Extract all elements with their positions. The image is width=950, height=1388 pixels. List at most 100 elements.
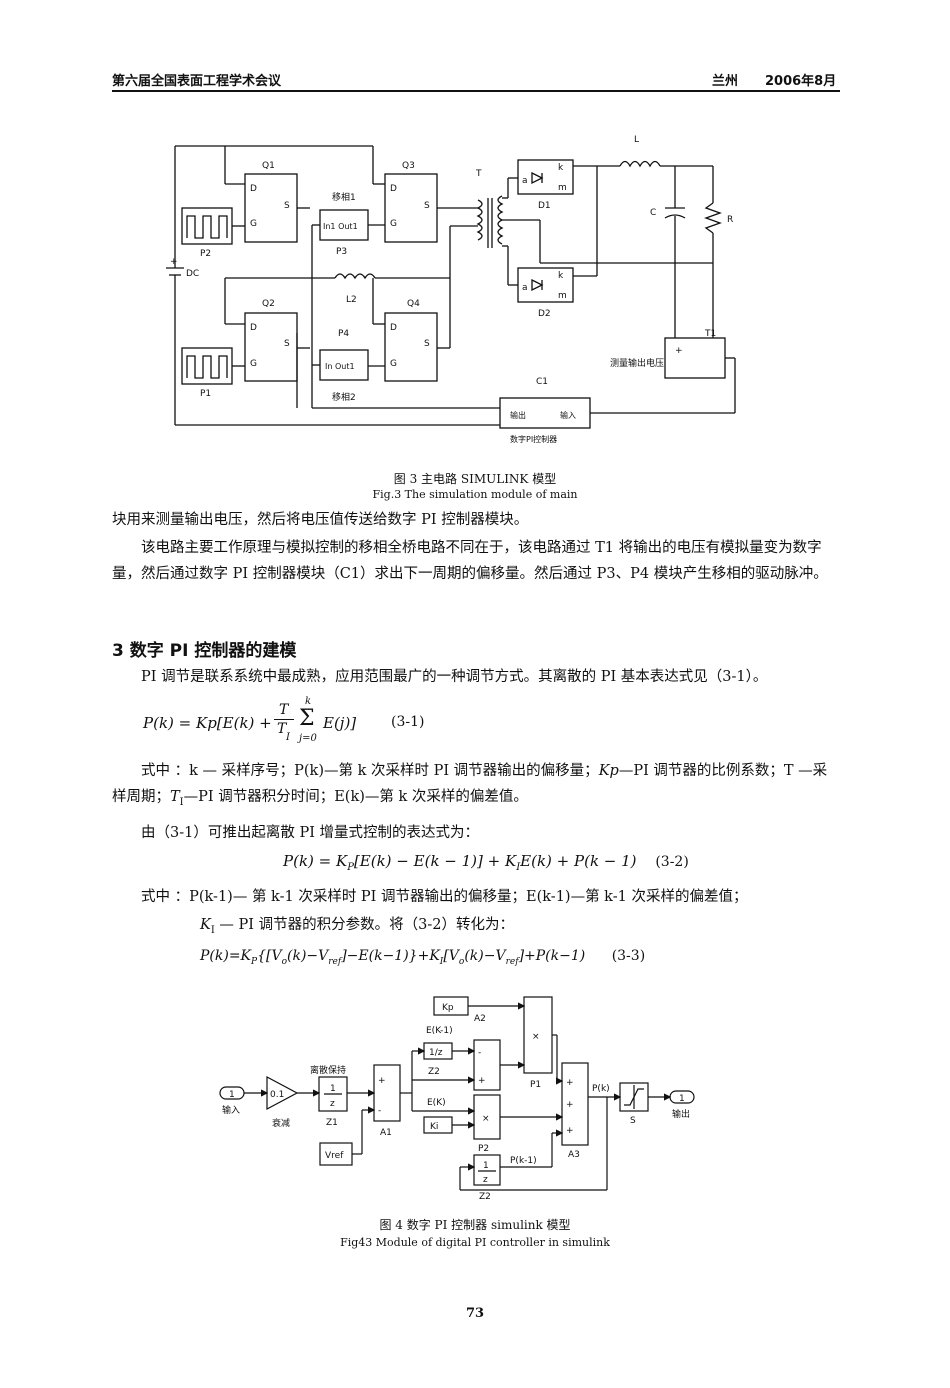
label-inout: In Out1	[325, 362, 355, 371]
label-p2: P2	[200, 249, 211, 259]
svg-text:1/z: 1/z	[429, 1048, 443, 1058]
label-a3: A3	[568, 1150, 580, 1160]
svg-text:G: G	[250, 359, 257, 369]
svg-text:Kp: Kp	[442, 1003, 454, 1013]
svg-text:G: G	[390, 219, 397, 229]
label-l2: L2	[346, 295, 357, 305]
q4-block	[384, 312, 438, 382]
svg-text:k: k	[558, 163, 564, 173]
label-pk: P(k)	[592, 1084, 610, 1094]
d1-diode-block	[517, 159, 574, 195]
label-d1: D1	[538, 201, 551, 211]
gain-block	[266, 1076, 299, 1110]
label-zz2: Z2	[479, 1192, 491, 1202]
label-atten: 衰减	[272, 1117, 290, 1129]
paragraph-2: 该电路主要工作原理与模拟控制的移相全桥电路不同在于，该电路通过 T1 将输出的电…	[112, 540, 828, 582]
label-output: 输出	[672, 1108, 690, 1120]
section-3-title: 3 数字 PI 控制器的建模	[112, 641, 297, 661]
dc-plus: +	[170, 257, 178, 267]
svg-text:D: D	[250, 323, 257, 333]
label-t1: T1	[704, 329, 716, 339]
svg-text:+: +	[566, 1100, 574, 1110]
equation-3-1: P(k) = Kp[E(k) + T T I k Σ j=0 E(j)] (3-…	[143, 696, 425, 744]
fig3-caption-en: Fig.3 The simulation module of main	[372, 488, 578, 501]
svg-text:m: m	[558, 183, 567, 193]
svg-text:+: +	[566, 1078, 574, 1088]
label-ek: E(K)	[427, 1098, 446, 1108]
svg-text:m: m	[558, 291, 567, 301]
label-c1: C1	[536, 377, 548, 387]
c1-digital-pi-block	[499, 397, 591, 429]
label-pk1: P(k-1)	[510, 1156, 537, 1166]
running-header-city: 兰州	[712, 74, 739, 89]
svg-text:S: S	[424, 201, 430, 211]
label-z1: Z1	[326, 1118, 338, 1128]
label-p2: P2	[478, 1144, 489, 1154]
svg-text:Ki: Ki	[430, 1122, 438, 1132]
page-number: 73	[465, 1306, 485, 1321]
running-header-left: 第六届全国表面工程学术会议	[112, 74, 282, 89]
equation-3-3: P(k)=KP{[Vo(k)−Vref]−E(k−1)}+KI[Vo(k)−Vr…	[200, 948, 646, 967]
label-t: T	[475, 169, 482, 179]
figure-3-circuit-diagram: + DC Q1 D G S P2 In1 Out1 移相1 P3 Q3 D G …	[166, 135, 736, 444]
svg-text:z: z	[483, 1175, 488, 1185]
label-a1: A1	[380, 1128, 392, 1138]
label-q3: Q3	[402, 161, 415, 171]
fig4-caption-cn: 图 4 数字 PI 控制器 simulink 模型	[379, 1218, 571, 1232]
label-dc: DC	[186, 269, 199, 279]
label-pi-controller: 数字PI控制器	[510, 434, 557, 444]
label-l: L	[634, 135, 639, 145]
label-in1out1: In1 Out1	[323, 222, 358, 231]
equation-3-2: P(k) = KP[E(k) − E(k − 1)] + KIE(k) + P(…	[283, 852, 689, 873]
svg-text:a: a	[522, 176, 528, 186]
svg-text:-: -	[378, 1106, 381, 1116]
label-shift1: 移相1	[332, 191, 356, 203]
label-p3: P3	[336, 247, 347, 257]
a3-sum-block	[561, 1062, 589, 1146]
svg-text:+: +	[378, 1076, 386, 1086]
svg-text:1: 1	[679, 1094, 685, 1104]
p2-pulse-block	[181, 207, 233, 245]
paragraph-1: 块用来测量输出电压，然后将电压值传送给数字 PI 控制器模块。	[112, 512, 529, 528]
label-q2: Q2	[262, 299, 275, 309]
t1-voltage-measure-block	[664, 337, 726, 379]
label-out: 输出	[510, 410, 526, 420]
paragraph-6-a: 式中 ：P(k-1)— 第 k-1 次采样时 PI 调节器输出的偏移量；E(k-…	[141, 889, 748, 905]
label-p1: P1	[200, 389, 211, 399]
svg-text:×: ×	[482, 1114, 490, 1124]
figure-4-pi-controller-diagram: 1 输入 0.1 衰减 离散保持 1 z Z1 + - A1 Vref Kp A…	[219, 996, 695, 1202]
label-z2: Z2	[428, 1067, 440, 1077]
label-ek1: E(K-1)	[426, 1026, 453, 1036]
header-rule	[112, 90, 840, 92]
svg-text:S: S	[424, 339, 430, 349]
svg-text:D: D	[390, 323, 397, 333]
svg-text:z: z	[330, 1099, 335, 1109]
label-p4: P4	[338, 329, 349, 339]
label-r: R	[727, 215, 733, 225]
running-header-date: 2006年8月	[765, 74, 837, 89]
label-in: 输入	[560, 410, 576, 420]
output-port	[669, 1090, 695, 1104]
label-a2: A2	[474, 1014, 486, 1024]
svg-text:D: D	[390, 184, 397, 194]
label-c: C	[650, 208, 656, 218]
p1-pulse-block	[181, 347, 233, 385]
fig3-caption-cn: 图 3 主电路 SIMULINK 模型	[393, 472, 557, 486]
paragraph-6-b: KI — PI 调节器的积分参数。将（3-2）转化为：	[200, 917, 514, 936]
fig4-caption-en: Fig43 Module of digital PI controller in…	[340, 1236, 610, 1249]
svg-text:S: S	[284, 201, 290, 211]
svg-text:+: +	[566, 1126, 574, 1136]
svg-text:1: 1	[330, 1084, 336, 1094]
z1-hold-block	[318, 1076, 348, 1112]
svg-text:Vref: Vref	[325, 1151, 344, 1161]
svg-text:D: D	[250, 184, 257, 194]
svg-text:G: G	[250, 219, 257, 229]
label-p1: P1	[530, 1080, 541, 1090]
label-shift2: 移相2	[332, 391, 356, 403]
svg-text:0.1: 0.1	[270, 1090, 284, 1100]
svg-text:k: k	[558, 271, 564, 281]
svg-text:1: 1	[483, 1161, 489, 1171]
label-input: 输入	[222, 1104, 240, 1116]
svg-text:1: 1	[229, 1090, 235, 1100]
svg-text:S: S	[284, 339, 290, 349]
